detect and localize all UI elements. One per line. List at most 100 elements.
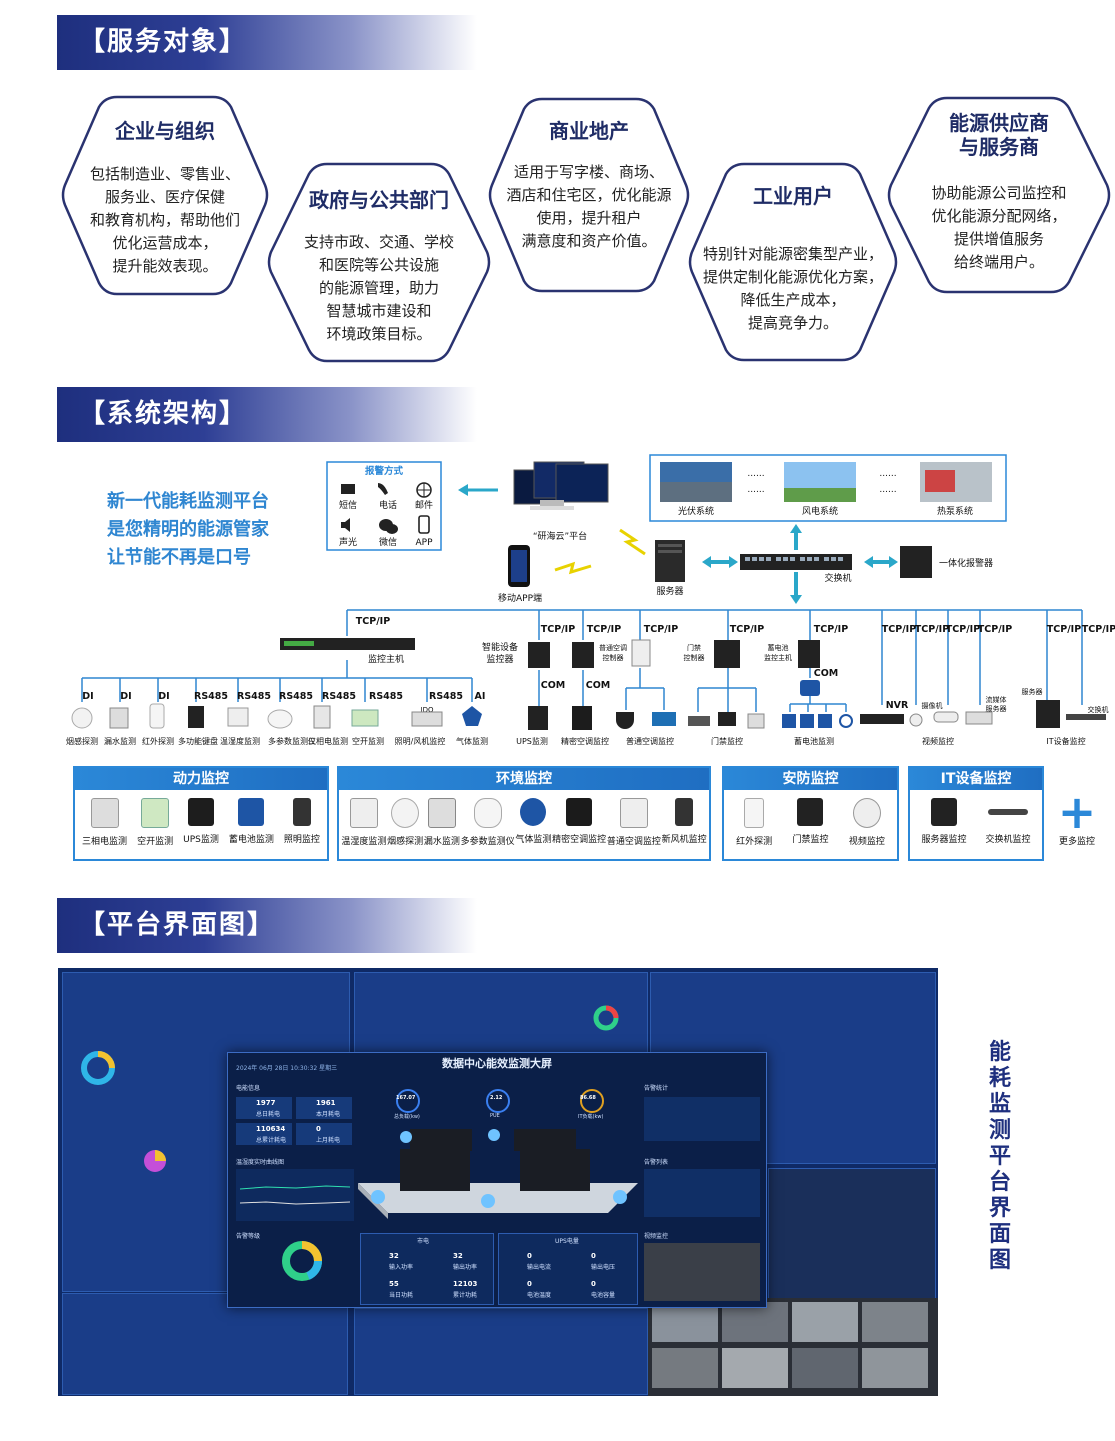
kpi-circle [580,1089,604,1113]
hex-enterprise: 企业与组织 包括制造业、零售业、服务业、医疗保健和教育机构，帮助他们优化运营成本… [59,93,271,298]
temp-humidity-icon [349,798,378,828]
svg-text:TCP/IP: TCP/IP [541,624,575,635]
alarm-item-email: 邮件 [415,499,433,511]
gas-sensor-icon [520,798,547,826]
fresh-air-icon [675,798,694,826]
app-icon [418,515,430,534]
side-title-char: 平 [988,1144,1011,1169]
svg-text:RS485: RS485 [279,691,313,702]
svg-text:TCP/IP: TCP/IP [814,624,848,635]
lighting-fan-icon [411,711,443,727]
svg-text:COM: COM [541,680,566,691]
hex-energy-supplier: 能源供应商与服务商 协助能源公司监控和优化能源分配网络，提供增值服务给终端用户。 [885,94,1113,296]
svg-text:漏水监测: 漏水监测 [104,736,136,746]
alarm-methods-box: 报警方式 短信 电话 邮件 声光 微信 APP [326,461,442,551]
svg-text:视频监控: 视频监控 [922,736,954,746]
hex-industrial: 工业用户 特别针对能源密集型产业，提供定制化能源优化方案，降低生产成本，提高竞争… [686,160,900,364]
side-title-char: 监 [988,1092,1011,1117]
svg-text:TCP/IP: TCP/IP [946,624,980,635]
alarm-level-donut [282,1241,322,1281]
svg-text:气体监测: 气体监测 [456,736,488,746]
category-item: 空开监测 [137,798,173,847]
category-item: 门禁监控 [792,798,829,847]
svg-text:控制器: 控制器 [603,653,624,662]
svg-text:交换机: 交换机 [1088,705,1109,714]
sensor-icons [71,700,1106,730]
svg-text:TCP/IP: TCP/IP [644,624,678,635]
category-title: 环境监控 [339,768,709,790]
svg-text:空开监测: 空开监测 [352,736,384,746]
side-title-char: 台 [988,1170,1011,1195]
mobile-label: 移动APP端 [498,592,542,604]
panel-title: 电能信息 [236,1085,261,1092]
category-item: 服务器监控 [921,798,967,845]
svg-text:......: ...... [879,485,896,495]
speaker-icon [341,518,350,532]
svg-text:......: ...... [747,485,764,495]
svg-text:......: ...... [879,469,896,479]
svg-text:摄像机: 摄像机 [922,701,943,710]
svg-text:监控主机: 监控主机 [764,653,792,662]
precision-ac-icon [572,706,592,730]
arrow-switch-alarmhost [864,556,898,568]
ac-panel-icon [619,798,648,828]
category-security: 安防监控 红外探测 门禁监控 视频监控 [722,766,899,861]
category-item: 气体监测 [515,798,551,847]
section-header-platform: 【平台界面图】 [57,898,477,953]
hex-desc: 支持市政、交通、学校和医院等公共设施的能源管理，助力智慧城市建设和环境政策目标。 [303,233,454,343]
svg-text:烟感探测: 烟感探测 [66,736,98,746]
phone-icon [378,483,388,495]
water-leak-icon [427,798,456,828]
wechat-icon [379,519,398,534]
side-title-char: 界 [988,1196,1011,1221]
bg-screen-right-mid [768,1168,936,1300]
svg-text:RS485: RS485 [429,691,463,702]
server-icon [655,540,685,582]
door-panel-icon [718,712,736,726]
more-label: 更多监控 [1058,837,1095,847]
donut-chart-icon [81,1051,115,1085]
svg-text:门禁: 门禁 [687,643,701,652]
bg-screen-left-bottom [62,1293,348,1395]
alarm-item-sound: 声光 [339,536,357,548]
video-panel [644,1243,760,1301]
category-it: IT设备监控 服务器监控 交换机监控 [908,766,1044,861]
svg-text:红外探测: 红外探测 [142,736,174,746]
door-reader-icon [688,716,710,726]
svg-text:IDO: IDO [421,706,434,714]
breaker-icon [141,798,170,828]
cloud-platform-label: “研海云”平台 [533,530,587,542]
category-item: 视频监控 [849,798,885,847]
side-title-char: 面 [988,1222,1011,1247]
wireless-icon [554,561,592,575]
panel-title: 告警等级 [236,1233,261,1240]
hex-desc: 适用于写字楼、商场、酒店和住宅区，优化能源使用，提升租户满意度和资产价值。 [506,163,672,250]
category-item: 三相电监测 [82,798,127,847]
sensor-labels: 烟感探测 漏水监测 红外探测 多功能键盘 温湿度监测 多参数监测仪 三相电监测 … [66,736,1086,746]
svg-text:DI: DI [120,691,131,702]
ac-sensor-icon [616,712,634,729]
svg-text:服务器: 服务器 [986,704,1007,713]
hex-desc: 特别针对能源密集型产业，提供定制化能源优化方案，降低生产成本，提高竞争力。 [702,245,883,332]
svg-text:照明/风机监控: 照明/风机监控 [395,736,446,746]
smoke-detector-icon [71,707,93,729]
door-lock-icon [747,713,765,729]
ac-unit-icon [652,712,676,726]
monitor-host-label: 监控主机 [368,653,404,665]
ups-icon [187,798,214,826]
svg-text:TCP/IP: TCP/IP [882,624,916,635]
hex-title: 商业地产 [549,119,629,143]
platform-side-title: 能耗监测平台界面图 [985,1040,1015,1274]
battery-host-icon [798,640,820,668]
dashboard-title: 数据中心能效监测大屏 [442,1057,552,1070]
category-item: 温湿度监测 [341,798,386,847]
svg-text:COM: COM [814,668,839,679]
gauge-icon [593,1005,619,1031]
three-phase-icon [313,705,331,729]
smoke-detector-icon [391,798,420,828]
server-room-3d [358,1129,638,1219]
it-server-icon [1036,700,1060,728]
gas-sensor-icon [462,706,482,726]
bg-screen-bottom-middle [354,1308,648,1395]
pie-chart-icon [144,1150,166,1172]
